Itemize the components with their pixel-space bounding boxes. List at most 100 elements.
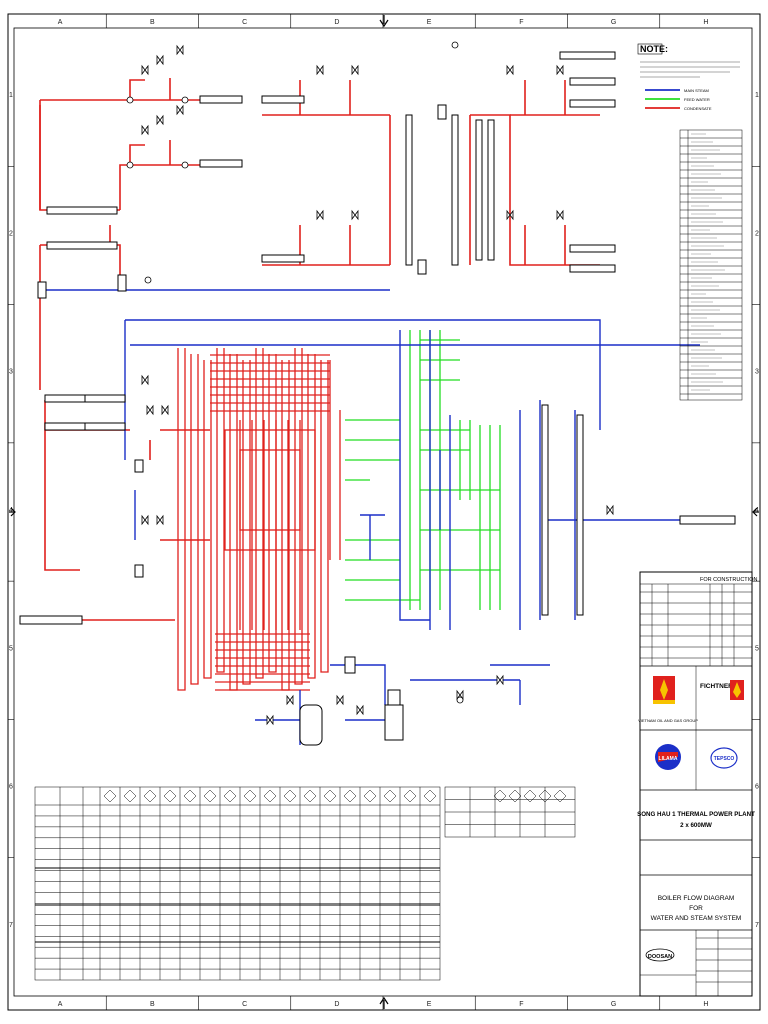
grid-col-B: B bbox=[150, 19, 155, 26]
grid-col-G: G bbox=[611, 1001, 616, 1008]
valve-icon bbox=[351, 209, 359, 221]
grid-col-F: F bbox=[519, 19, 523, 26]
title-block: FOR CONSTRUCTION VIETNAM OIL AND GAS GRO… bbox=[637, 571, 757, 997]
note-block: NOTE: MAIN STEAM FEED WATER CONDENSATE bbox=[637, 43, 740, 111]
stream-number-diamond bbox=[383, 789, 397, 803]
grid-col-H: H bbox=[703, 19, 708, 26]
stream-number-diamond bbox=[303, 789, 317, 803]
grid-row-1: 1 bbox=[755, 92, 759, 99]
green-riser bbox=[479, 425, 501, 610]
valve-icon bbox=[316, 209, 324, 221]
grid-col-F: F bbox=[519, 1001, 523, 1008]
water-lines bbox=[40, 289, 700, 745]
valve-icon bbox=[156, 114, 164, 126]
status-text: FOR CONSTRUCTION bbox=[700, 577, 757, 583]
legend-label-1: MAIN STEAM bbox=[684, 88, 709, 93]
drawing-title-3: WATER AND STEAM SYSTEM bbox=[651, 915, 742, 922]
stream-number-diamond bbox=[263, 789, 277, 803]
instrument-icon bbox=[126, 161, 134, 169]
valve-icon bbox=[506, 64, 514, 76]
red-loop bbox=[216, 348, 225, 673]
red-loop bbox=[229, 354, 238, 691]
red-loop bbox=[177, 348, 186, 691]
center-arrow-left bbox=[9, 507, 16, 517]
valve-icon bbox=[176, 104, 184, 116]
red-core-inner bbox=[239, 449, 301, 531]
headers-and-drums bbox=[19, 51, 736, 625]
valve-icon bbox=[141, 514, 149, 526]
grid-row-3: 3 bbox=[9, 369, 13, 376]
superheater-reheater-bank bbox=[177, 348, 341, 691]
consultant-name: TEPSCO bbox=[714, 756, 735, 762]
valve-icon bbox=[286, 694, 294, 706]
project-subtitle: 2 x 600MW bbox=[680, 822, 712, 829]
stream-number-diamond bbox=[123, 789, 137, 803]
stream-number-diamond bbox=[323, 789, 337, 803]
valve-icon bbox=[506, 209, 514, 221]
legend-label-2: FEED WATER bbox=[684, 97, 710, 102]
valve-icon bbox=[156, 514, 164, 526]
stream-number-diamond bbox=[143, 789, 157, 803]
stream-number-diamond bbox=[103, 789, 117, 803]
stream-number-diamond bbox=[183, 789, 197, 803]
stream-number-diamond bbox=[343, 789, 357, 803]
grid-row-6: 6 bbox=[9, 784, 13, 791]
component-list-table bbox=[679, 129, 743, 401]
stream-number-diamond bbox=[553, 789, 567, 803]
valve-icon bbox=[606, 504, 614, 516]
contractor-logo: LILAMA bbox=[655, 744, 681, 770]
green-line bbox=[345, 419, 400, 481]
owner-logo bbox=[653, 676, 675, 704]
valve-icon bbox=[556, 209, 564, 221]
red-core bbox=[224, 429, 316, 551]
green-riser bbox=[459, 420, 471, 500]
grid-row-6: 6 bbox=[755, 784, 759, 791]
grid-col-A: A bbox=[58, 1001, 63, 1008]
center-arrow-bottom bbox=[379, 996, 389, 1009]
grid-row-4: 4 bbox=[755, 507, 759, 514]
grid-row-5: 5 bbox=[9, 645, 13, 652]
green-line bbox=[420, 489, 500, 571]
project-title: SONG HAU 1 THERMAL POWER PLANT bbox=[637, 811, 755, 818]
valve-icon bbox=[141, 374, 149, 386]
grid-col-D: D bbox=[334, 1001, 339, 1008]
drain-tank bbox=[299, 656, 404, 746]
red-loop bbox=[190, 354, 199, 685]
stream-number-diamond bbox=[203, 789, 217, 803]
engineer-logo bbox=[730, 680, 744, 700]
center-arrow-right bbox=[752, 507, 759, 517]
center-arrow-top bbox=[379, 15, 389, 28]
instrument-icon bbox=[144, 276, 152, 284]
instrument-icon bbox=[126, 96, 134, 104]
instrument-icon bbox=[181, 161, 189, 169]
drawing-title-1: BOILER FLOW DIAGRAM bbox=[658, 895, 735, 902]
grid-row-5: 5 bbox=[755, 645, 759, 652]
red-loop bbox=[203, 360, 212, 679]
stream-number-diamond bbox=[493, 789, 507, 803]
grid-col-C: C bbox=[242, 19, 247, 26]
red-riser bbox=[329, 360, 341, 560]
valve-icon bbox=[141, 64, 149, 76]
owner-name: VIETNAM OIL AND GAS GROUP bbox=[638, 718, 698, 723]
sheet-border bbox=[7, 13, 761, 1011]
grid-row-2: 2 bbox=[9, 230, 13, 237]
instrument-icon bbox=[181, 96, 189, 104]
engineer-name: FICHTNER bbox=[700, 683, 733, 690]
comp-table-frame bbox=[679, 129, 743, 401]
valve-icon bbox=[556, 64, 564, 76]
grid-col-G: G bbox=[611, 19, 616, 26]
valve-icon bbox=[351, 64, 359, 76]
stream-number-diamond bbox=[403, 789, 417, 803]
valve-icon bbox=[146, 404, 154, 416]
valve-icon bbox=[161, 404, 169, 416]
stream-number-diamond bbox=[508, 789, 522, 803]
red-loop bbox=[255, 348, 264, 679]
stream-number-diamond bbox=[243, 789, 257, 803]
red-loop bbox=[320, 360, 329, 673]
red-loop bbox=[268, 354, 277, 673]
